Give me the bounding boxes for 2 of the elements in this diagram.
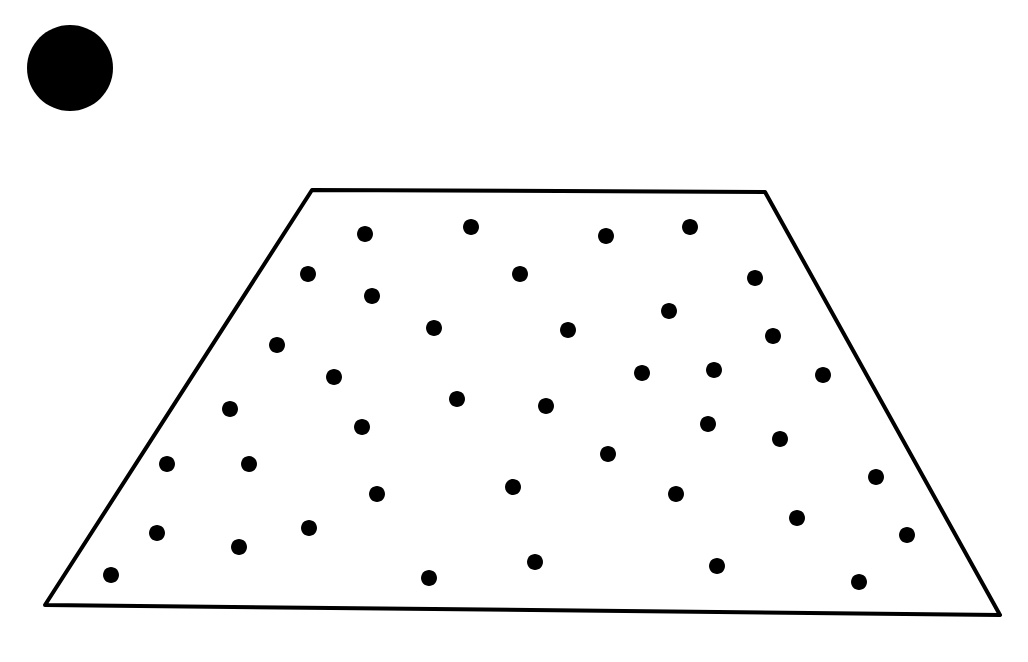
- dot: [27, 25, 113, 111]
- dotted-trapezoid: [43, 188, 1002, 617]
